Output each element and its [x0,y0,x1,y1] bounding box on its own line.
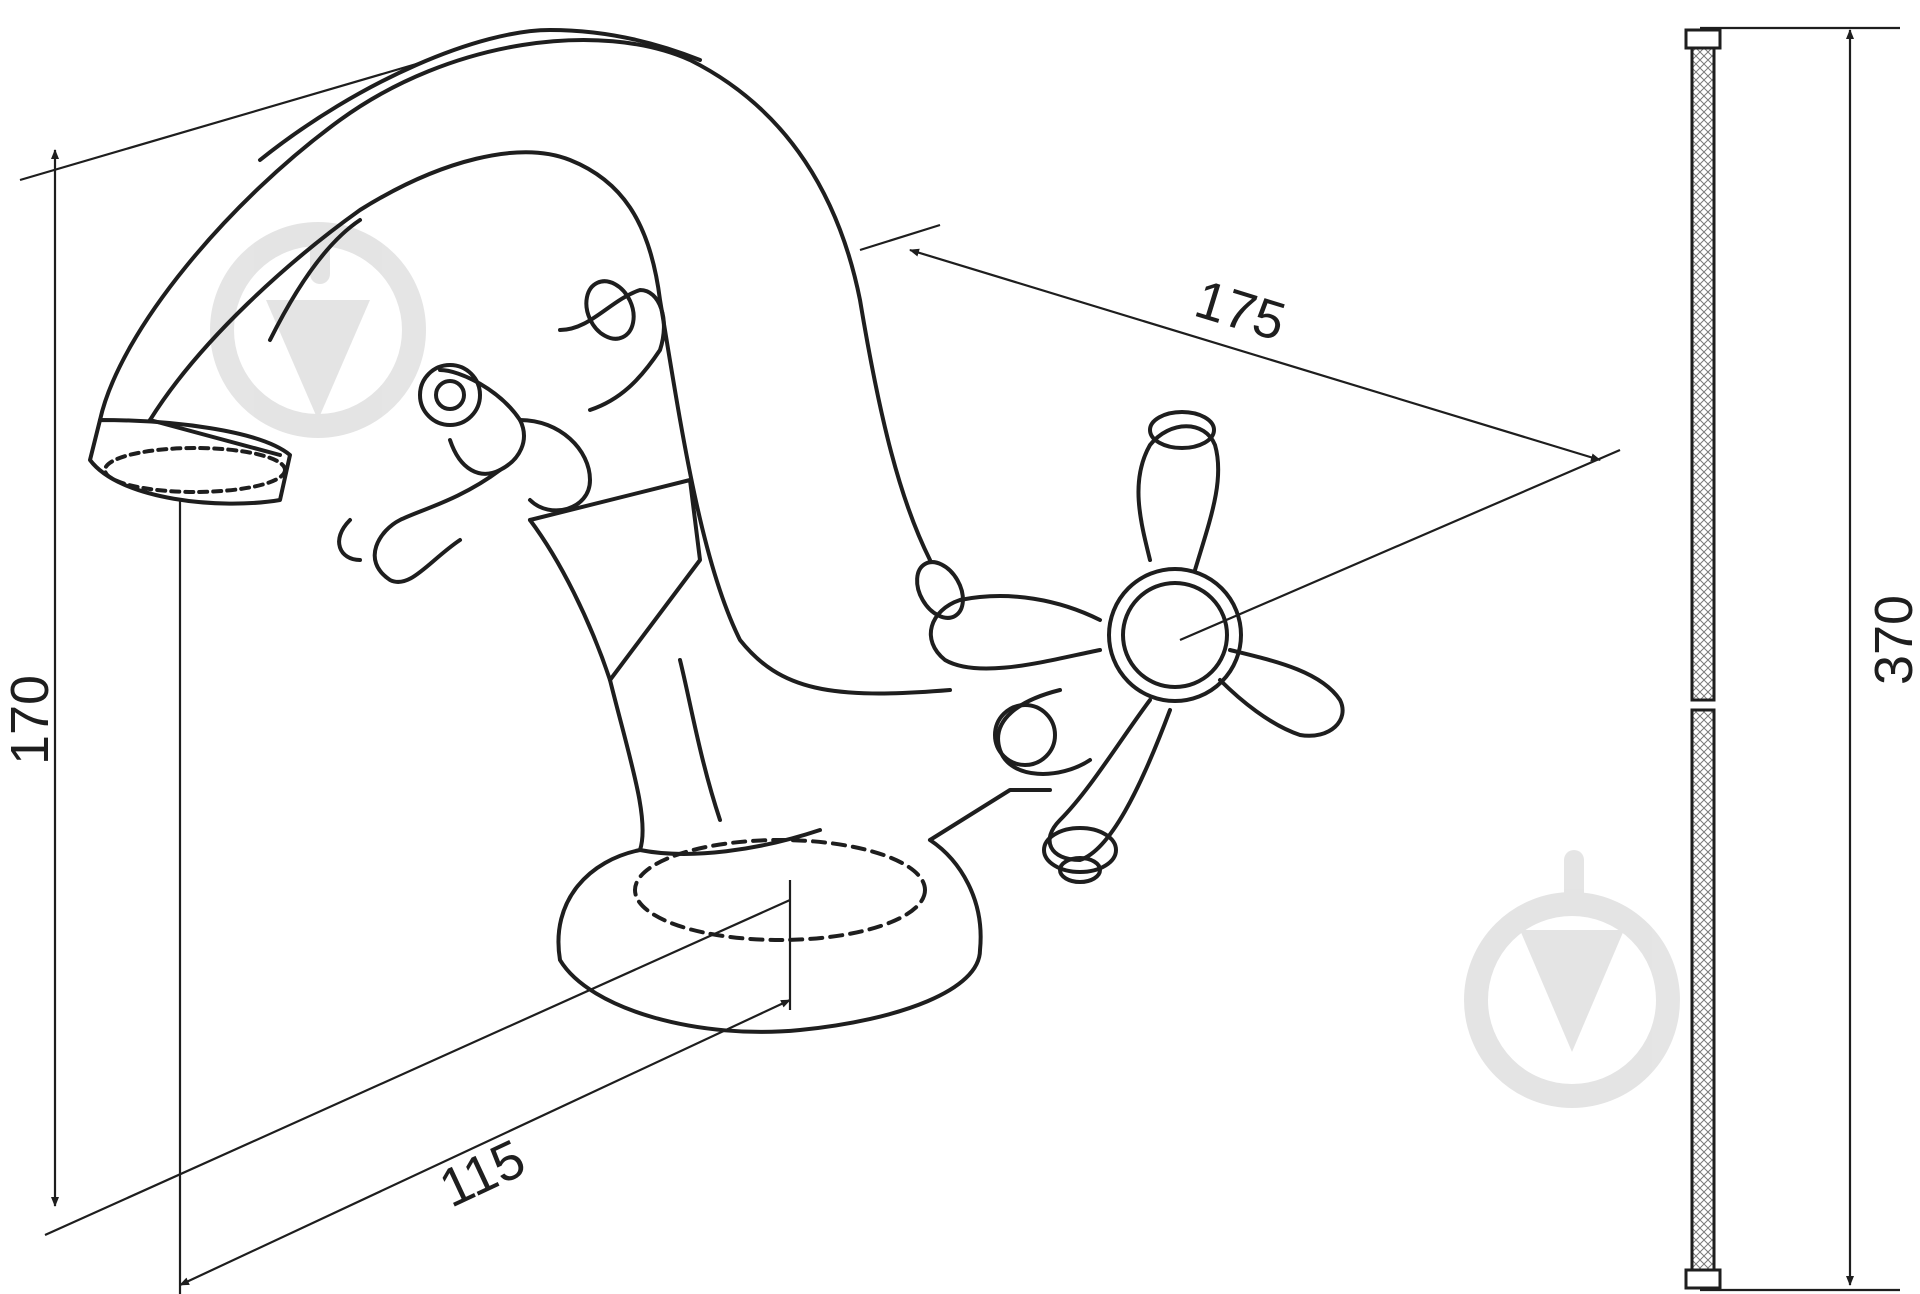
hose-length-dimension-label: 370 [1864,595,1920,685]
height-dimension-label: 170 [0,675,60,765]
watermark-logo-right [1464,850,1680,1108]
faucet-body [528,518,645,852]
spout-outer [98,38,932,562]
reach-dimension-label: 115 [431,1128,534,1219]
faucet-drawing [88,28,1345,1034]
dimension-lines [19,26,1900,1294]
flexible-hose [1684,28,1722,1290]
faucet-base [556,838,983,1034]
watermark-logo-left [210,222,426,438]
spout-tip [88,418,292,506]
spout-inner [148,150,952,696]
left-handle [337,279,666,584]
